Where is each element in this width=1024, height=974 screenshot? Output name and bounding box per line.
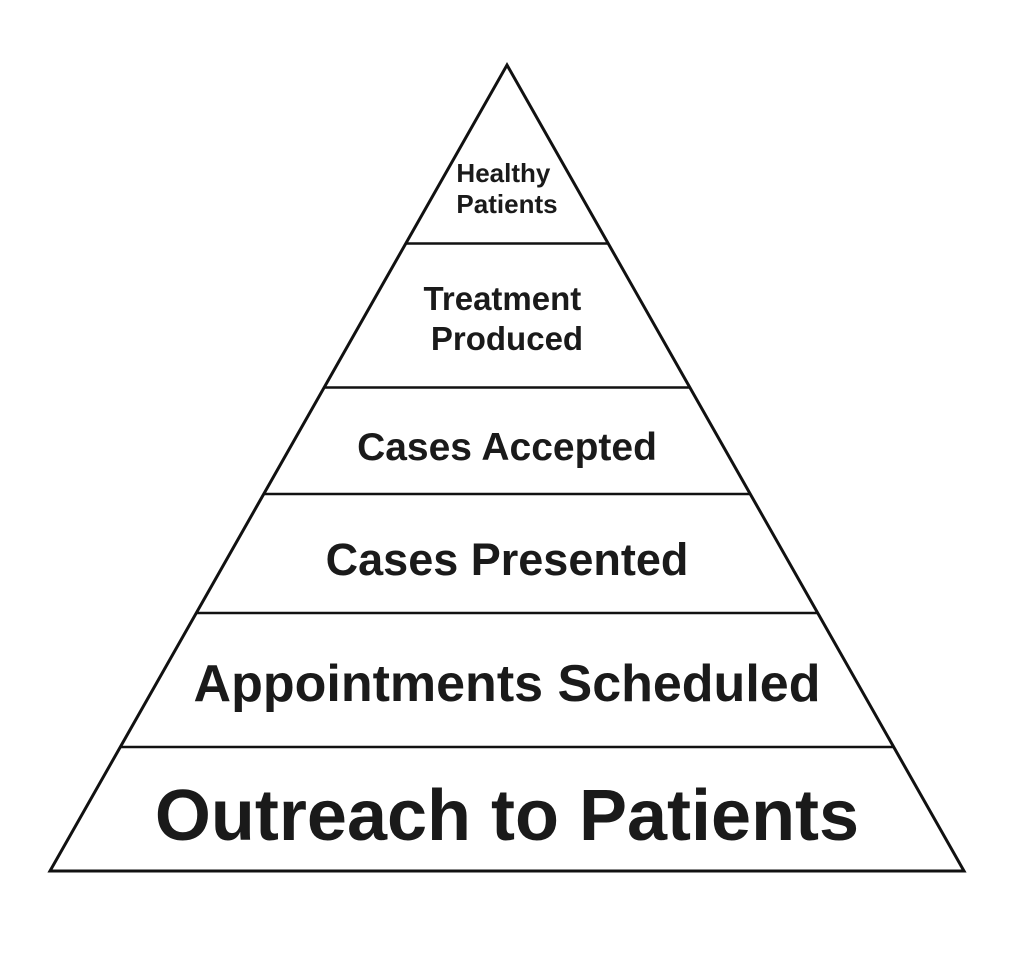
level-label-cases-accepted: Cases Accepted (357, 426, 657, 469)
level-label-cases-presented: Cases Presented (326, 534, 689, 585)
level-label-healthy-patients-line-1: Healthy (456, 158, 550, 188)
level-label-healthy-patients-line-2: Patients (456, 189, 557, 219)
level-label-healthy-patients: Healthy Patients (456, 158, 557, 219)
level-label-treatment-produced: Treatment Produced (424, 280, 591, 357)
level-label-treatment-produced-line-2: Produced (431, 320, 583, 357)
pyramid-outline (47, 61, 967, 873)
level-label-outreach-to-patients: Outreach to Patients (155, 776, 859, 856)
level-label-treatment-produced-line-1: Treatment (424, 280, 582, 317)
level-label-appointments-scheduled: Appointments Scheduled (194, 655, 821, 713)
